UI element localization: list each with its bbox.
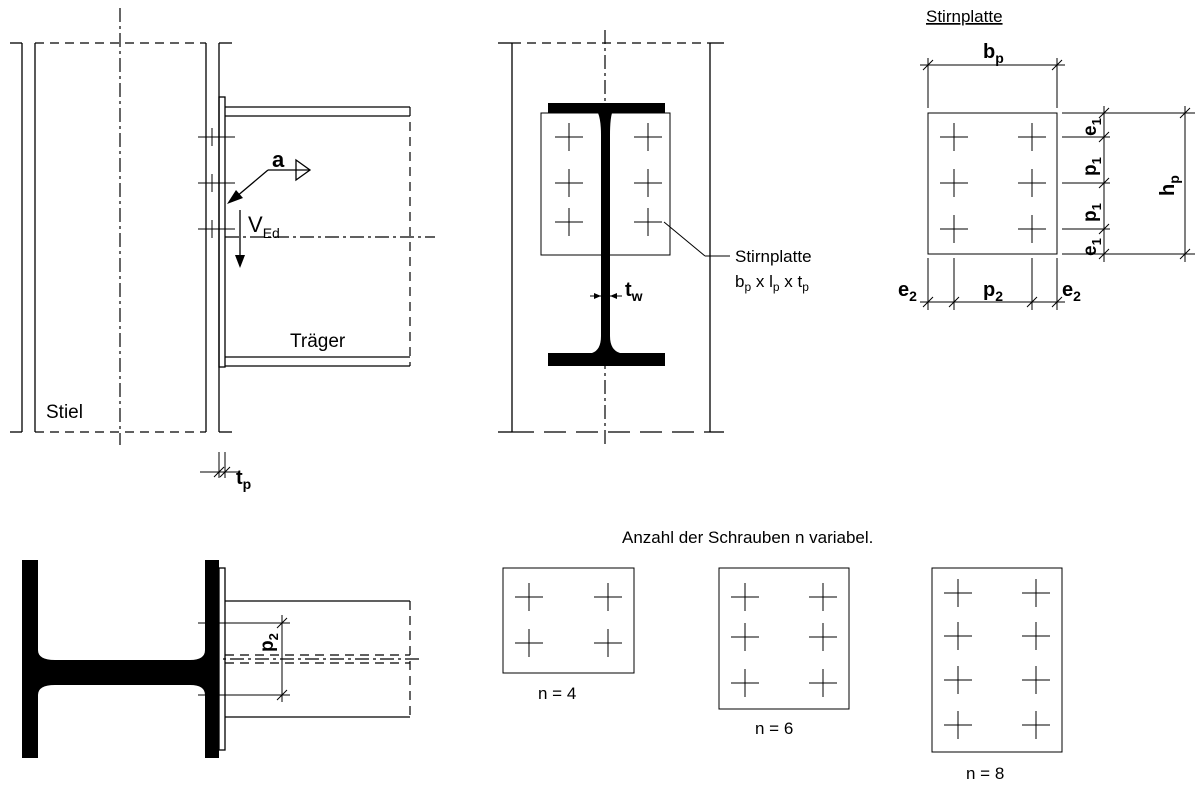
- variant-n4-label: n = 4: [538, 684, 576, 703]
- bp-label: bp: [983, 41, 1004, 66]
- variant-n4-plate: [502, 567, 635, 674]
- detail-title: Stirnplatte: [926, 7, 1003, 26]
- variant-n6-label: n = 6: [755, 719, 793, 738]
- e1-bottom-label: e1: [1080, 238, 1104, 256]
- front-view: tw Stirnplatte bp x lp x tp: [498, 30, 812, 445]
- end-plate-side: [218, 96, 226, 368]
- column-label: Stiel: [46, 402, 83, 423]
- plan-view: p2: [22, 560, 420, 758]
- variant-n8-label: n = 8: [966, 764, 1004, 783]
- p1-bottom-label: p1: [1080, 203, 1104, 222]
- plan-p2-label: p2: [257, 633, 281, 652]
- tw-dimension-label: tw: [625, 279, 643, 304]
- variant-n8-plate: [931, 567, 1063, 753]
- p2-label: p2: [983, 279, 1003, 304]
- end-plate-detail: Stirnplatte bp hp: [898, 7, 1195, 310]
- tp-dimension-label: tp: [236, 467, 251, 492]
- e1-top-label: e1: [1080, 118, 1104, 136]
- front-bolts: [555, 123, 662, 236]
- callout-title: Stirnplatte: [735, 247, 812, 266]
- hp-label: hp: [1157, 175, 1182, 196]
- side-elevation-view: a VEd Träger Stiel tp: [10, 8, 435, 492]
- p1-top-label: p1: [1080, 157, 1104, 176]
- bolts-note: Anzahl der Schrauben n variabel.: [622, 528, 873, 547]
- beam-label: Träger: [290, 331, 346, 352]
- weld-symbol: [227, 158, 312, 204]
- weld-label: a: [272, 147, 285, 172]
- e2-left-label: e2: [898, 279, 917, 304]
- beam-section: [548, 103, 665, 366]
- e2-right-label: e2: [1062, 279, 1081, 304]
- bolt-variants: Anzahl der Schrauben n variabel. n = 4 n…: [502, 528, 1063, 783]
- column-section: [22, 560, 219, 758]
- callout-dims: bp x lp x tp: [735, 272, 809, 294]
- variant-n6-plate: [718, 567, 850, 710]
- shear-label: VEd: [248, 212, 280, 241]
